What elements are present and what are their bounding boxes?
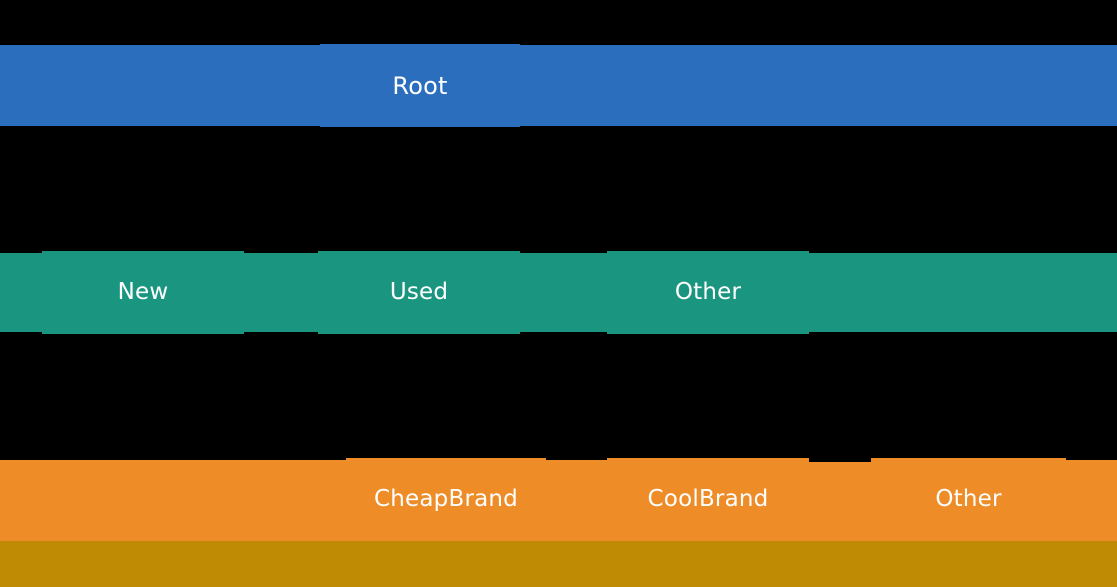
node-leaf-band[interactable] [0,541,1117,587]
node-brand-cheapbrand[interactable]: CheapBrand [346,458,546,541]
node-category-pad-0[interactable] [0,253,42,332]
node-label-new: New [117,279,169,305]
node-label-coolbrand: CoolBrand [647,486,769,512]
node-brand-pad-1[interactable] [546,460,607,541]
node-label-brand-other: Other [935,486,1002,512]
node-label-category-other: Other [674,279,742,305]
node-root[interactable]: Root [320,44,520,127]
node-category-used[interactable]: Used [318,251,520,334]
node-category-new[interactable]: New [42,251,244,334]
node-root-right-pad[interactable] [520,45,1117,126]
node-brand-coolbrand[interactable]: CoolBrand [607,458,809,541]
node-category-pad-3[interactable] [809,253,1117,332]
node-label-cheapbrand: CheapBrand [374,486,518,512]
node-category-other[interactable]: Other [607,251,809,334]
node-category-pad-2[interactable] [520,253,607,332]
node-brand-other[interactable]: Other [871,458,1066,541]
node-label-used: Used [389,279,449,305]
node-brand-pad-3[interactable] [1066,460,1117,541]
node-label-root: Root [392,71,448,100]
node-category-pad-1[interactable] [244,253,318,332]
node-root-left-pad[interactable] [0,45,320,126]
node-brand-pad-0[interactable] [0,460,346,541]
node-brand-pad-2[interactable] [809,462,871,541]
